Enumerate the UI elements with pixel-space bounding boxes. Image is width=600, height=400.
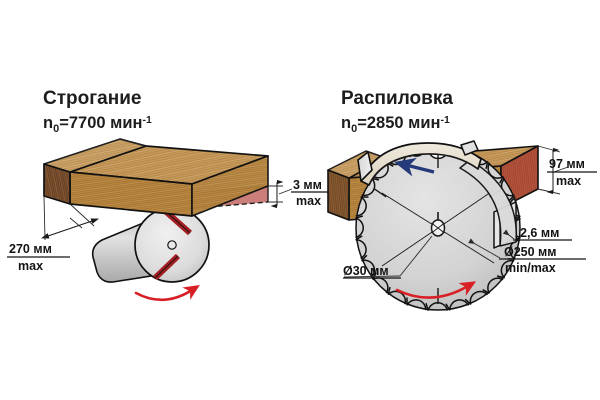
- arbor-crosshair: [431, 222, 445, 234]
- arbor-bore-leader: [399, 235, 433, 277]
- cut-depth-qualifier: max: [556, 174, 581, 188]
- planing-width-value: 270 мм: [9, 242, 52, 256]
- planing-speed-superscript: -1: [142, 114, 151, 126]
- dim-blade-diameter: Ø250 мм min/max: [468, 238, 586, 275]
- dim-blade-kerf: 2,6 мм: [502, 226, 572, 241]
- depth-of-cut-value: 3 мм: [293, 178, 322, 192]
- arbor-bore-leader-horizontal: [343, 275, 401, 278]
- width-dimension-line: [40, 218, 100, 239]
- sawing-speed-value: =2850 мин: [357, 114, 440, 132]
- dim-cut-depth: 97 мм max: [537, 145, 597, 195]
- guard-inner-edge: [368, 153, 479, 186]
- sawing-title: Распиловка: [341, 88, 453, 109]
- planer-knife-bottom-edge: [154, 255, 179, 279]
- planing-width-qualifier: max: [18, 259, 43, 273]
- panel-sawing: Распиловка n0=2850 мин-1: [327, 88, 597, 311]
- planer-cutterhead: [91, 206, 210, 283]
- blade-guard: [357, 140, 482, 186]
- depth-extension-lines: [268, 185, 283, 203]
- guard-front-flange: [357, 151, 373, 182]
- panel-planing: Строгание n0=7700 мин-1: [7, 88, 335, 302]
- arbor-bore-value: Ø30 мм: [343, 264, 389, 278]
- sawing-speed: n0=2850 мин-1: [341, 114, 450, 135]
- dim-arbor-bore: Ø30 мм: [343, 235, 433, 279]
- sawing-speed-prefix: n: [341, 114, 351, 132]
- sawing-speed-superscript: -1: [440, 114, 449, 126]
- planing-speed-prefix: n: [43, 114, 53, 132]
- depth-leader: [278, 188, 293, 195]
- sawing-speed-subscript: 0: [351, 123, 357, 135]
- sawing-rotation-arrow: [395, 281, 477, 299]
- depth-of-cut-qualifier: max: [296, 194, 321, 208]
- guard-feed-arrow: [394, 157, 435, 177]
- chip-layer-dashed-edge: [185, 201, 269, 210]
- dim-planing-width: 270 мм max: [7, 195, 100, 273]
- blade-diameter-value: Ø250 мм: [504, 245, 557, 259]
- saw-blade-assembly: [355, 140, 521, 311]
- cut-depth-value: 97 мм: [549, 157, 585, 171]
- planing-speed: n0=7700 мин-1: [43, 114, 152, 135]
- blade-diameter-qualifier: min/max: [505, 261, 556, 275]
- blade-kerf-value: 2,6 мм: [520, 226, 559, 240]
- cutterhead-center-bore: [167, 240, 177, 250]
- dim-depth-of-cut: 3 мм max: [268, 178, 335, 209]
- planing-speed-subscript: 0: [53, 123, 59, 135]
- blade-housing: [459, 159, 518, 247]
- planing-speed-value: =7700 мин: [59, 114, 142, 132]
- blade-diameter-leader: [468, 238, 501, 259]
- guard-mount-tab: [460, 140, 479, 156]
- width-extension-lines: [43, 195, 95, 241]
- kerf-leader: [502, 229, 515, 240]
- board-top-left-face: [43, 138, 147, 173]
- planing-title: Строгание: [43, 88, 141, 109]
- planing-rotation-arrow: [134, 284, 200, 302]
- width-leader: [69, 217, 83, 229]
- planing-workpiece: [43, 138, 269, 217]
- cut-depth-leader: [553, 166, 569, 173]
